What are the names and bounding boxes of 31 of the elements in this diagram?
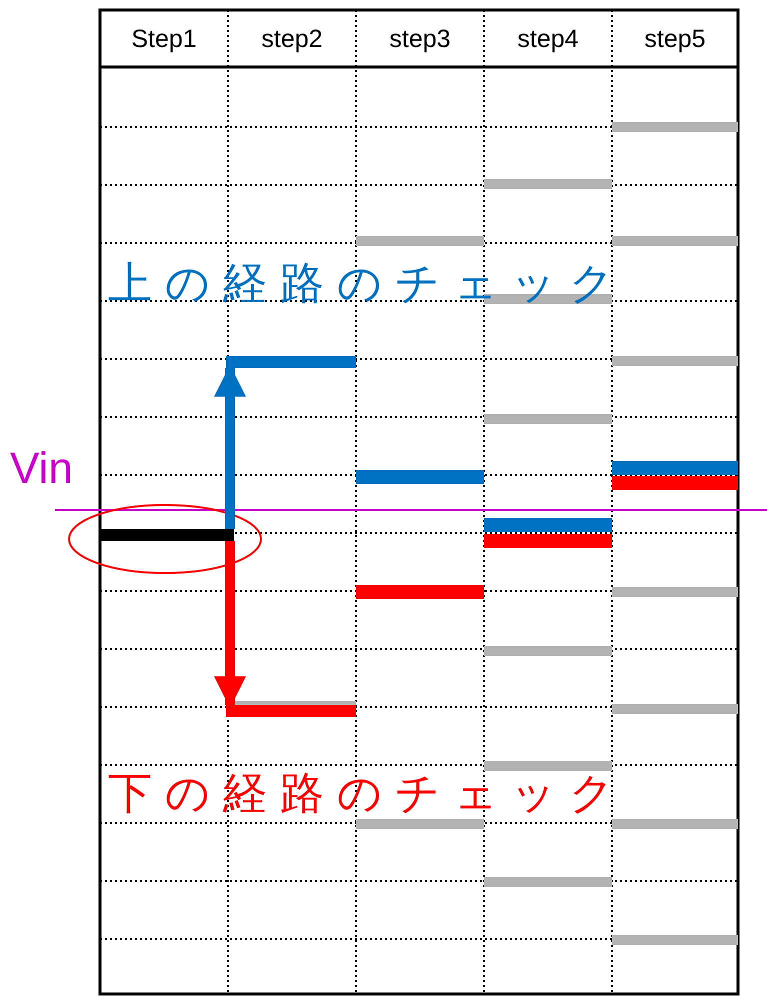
voltage-label: Vin <box>10 444 73 494</box>
path-check-label: 下の経路のチェック <box>108 767 627 821</box>
level-bar <box>612 461 738 475</box>
level-bar <box>226 356 356 368</box>
column-header: step5 <box>643 24 707 54</box>
column-header: step2 <box>260 24 324 54</box>
level-bar <box>612 356 738 366</box>
level-bar <box>612 122 738 132</box>
level-bar <box>612 819 738 829</box>
level-bar <box>484 646 612 656</box>
level-bar <box>356 236 484 246</box>
level-bar <box>100 529 234 541</box>
column-header: Step1 <box>130 24 198 54</box>
column-header: step3 <box>388 24 452 54</box>
level-bar <box>484 518 612 532</box>
level-bar <box>484 179 612 189</box>
level-bar <box>612 935 738 945</box>
level-bar <box>612 476 738 490</box>
level-bar <box>484 534 612 548</box>
level-bar <box>484 414 612 424</box>
level-bar <box>226 705 356 717</box>
level-bar <box>484 877 612 887</box>
level-bar <box>612 236 738 246</box>
path-check-label: 上の経路のチェック <box>108 257 627 311</box>
level-bar <box>356 585 484 599</box>
level-bar <box>356 819 484 829</box>
column-header: step4 <box>516 24 580 54</box>
level-bar <box>356 470 484 484</box>
level-bar <box>484 761 612 771</box>
level-bar <box>612 704 738 714</box>
level-bar <box>612 587 738 597</box>
